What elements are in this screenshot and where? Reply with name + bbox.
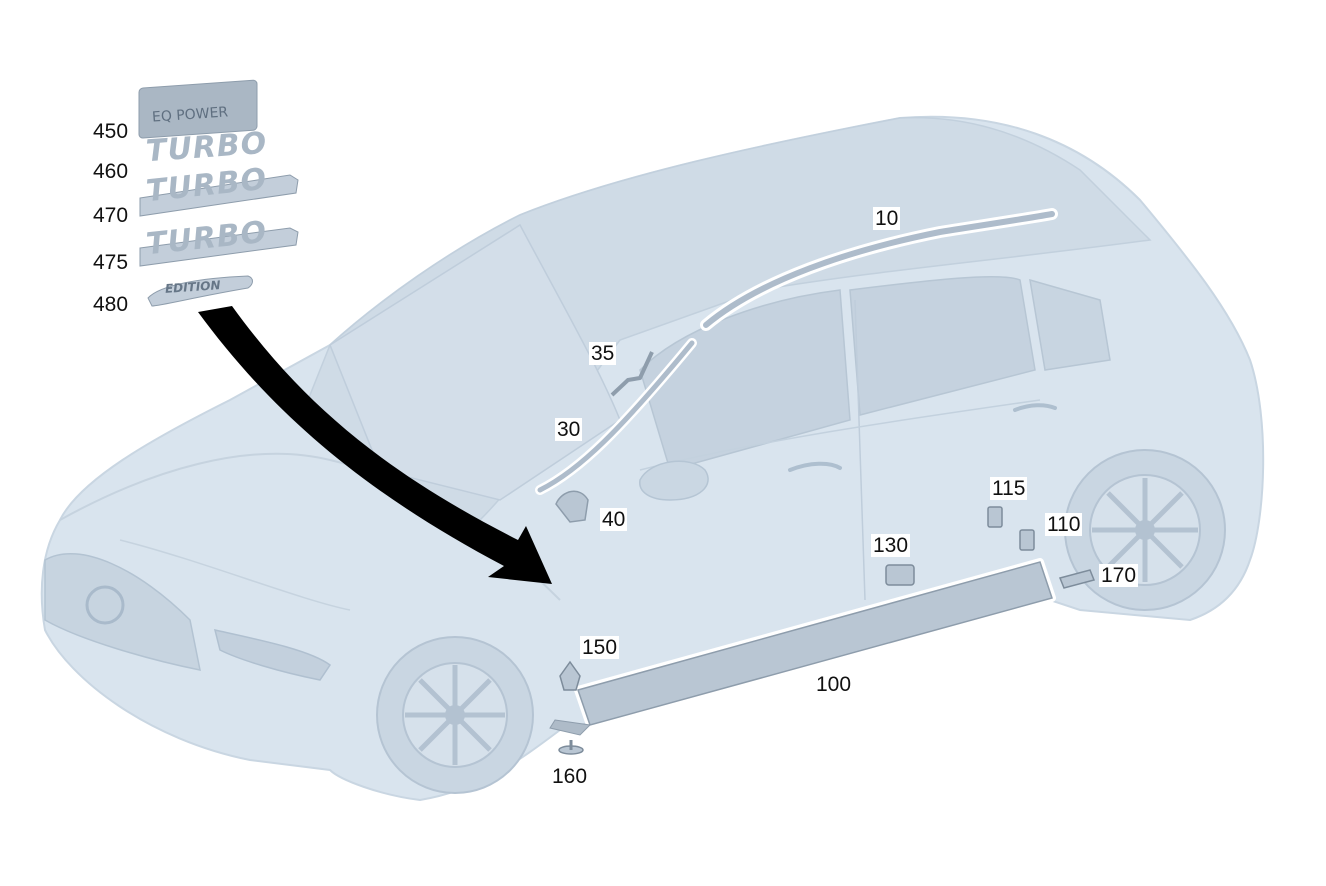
callout-480: 480 (91, 293, 131, 316)
rivet-icon (558, 740, 584, 755)
turbo-4matic-badge-icon (139, 227, 299, 267)
eq-power-badge-icon (138, 79, 258, 139)
turbo-4matic-badge-icon (139, 174, 299, 217)
callout-160: 160 (550, 765, 590, 788)
callout-150: 150 (580, 636, 620, 659)
car-body-icon (40, 115, 1265, 802)
end-cap-icon (1058, 569, 1096, 589)
clip-icon (987, 506, 1003, 528)
clip-strip-icon (610, 351, 654, 397)
bracket-icon (885, 564, 915, 586)
callout-475: 475 (91, 251, 131, 274)
callout-10: 10 (873, 207, 901, 230)
mirror-cover-icon (555, 490, 589, 523)
callout-35: 35 (589, 342, 617, 365)
clip-icon (559, 660, 581, 691)
callout-450: 450 (91, 120, 131, 143)
arrow-icon (198, 306, 552, 584)
clip-icon (1019, 529, 1035, 551)
callout-110: 110 (1045, 513, 1083, 536)
callout-460: 460 (91, 160, 131, 183)
edition-badge-icon (147, 275, 253, 307)
callout-30: 30 (555, 418, 583, 441)
callout-115: 115 (990, 477, 1028, 500)
callout-130: 130 (871, 534, 911, 557)
callout-100: 100 (814, 673, 854, 696)
callout-40: 40 (600, 508, 628, 531)
callout-470: 470 (91, 204, 131, 227)
callout-170: 170 (1099, 564, 1139, 587)
